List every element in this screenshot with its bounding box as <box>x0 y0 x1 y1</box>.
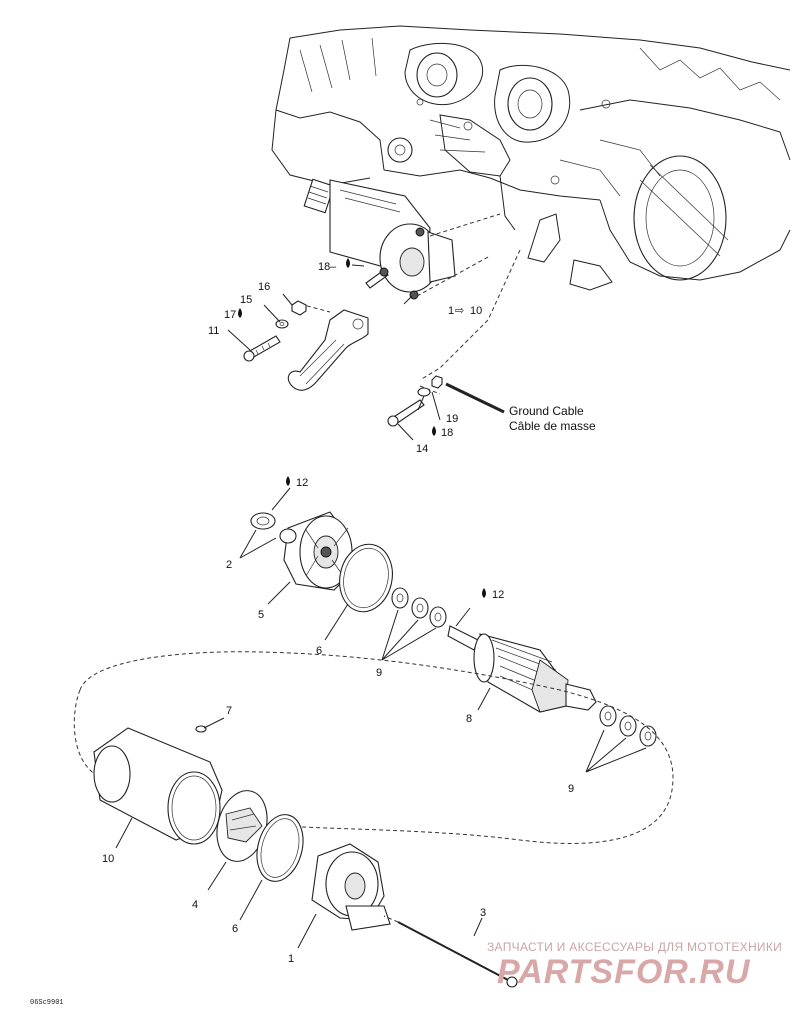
callout-2: 2 <box>226 559 232 571</box>
brush-plate-4 <box>216 790 268 862</box>
part-7 <box>195 725 207 733</box>
bolt-18-top <box>365 267 389 289</box>
callout-11: 11 <box>208 325 219 337</box>
o-ring-6-lower <box>256 814 304 882</box>
yoke-10 <box>93 727 223 845</box>
callout-5: 5 <box>258 609 264 621</box>
callout-10: 10 <box>102 853 114 865</box>
engine-block-outline <box>271 25 791 291</box>
drop-icons <box>238 258 486 598</box>
callout-9-lower: 9 <box>568 783 574 795</box>
drop-icon <box>432 426 436 436</box>
leader-lines <box>115 264 647 949</box>
bracket <box>287 303 369 391</box>
drop-icon <box>238 308 242 318</box>
shims-9-upper <box>391 587 447 628</box>
callout-6-upper: 6 <box>316 645 322 657</box>
callout-14: 14 <box>416 443 428 455</box>
callout-1-top: 1 <box>448 305 454 317</box>
callout-ref-10: 10 <box>470 305 482 317</box>
callout-6-lower: 6 <box>232 923 238 935</box>
callout-1: 1 <box>288 953 294 965</box>
callout-12-upper: 12 <box>296 477 308 489</box>
callout-19: 19 <box>446 413 458 425</box>
end-cover-1 <box>311 843 391 931</box>
drop-icon <box>286 476 290 486</box>
callout-8: 8 <box>466 713 472 725</box>
callout-16: 16 <box>258 281 270 293</box>
drop-icon <box>346 258 350 268</box>
ground-cable-label: Ground Cable <box>509 404 584 418</box>
callout-17: 17 <box>224 309 236 321</box>
o-ring-6-upper <box>339 543 393 613</box>
drop-icon <box>482 588 486 598</box>
callout-15: 15 <box>240 294 252 306</box>
fastener-stack <box>243 300 307 362</box>
watermark-logo: PARTSFOR.RU <box>497 953 751 991</box>
armature-8 <box>447 625 597 713</box>
callout-dash: – <box>330 261 337 273</box>
callout-3: 3 <box>480 907 486 919</box>
drive-housing-5 <box>279 511 353 591</box>
ground-cable-assembly <box>387 249 521 427</box>
bushing-2 <box>250 512 276 530</box>
starter-installed <box>303 178 501 300</box>
ground-cable-label-fr: Câble de masse <box>509 419 596 433</box>
through-bolt-3 <box>383 915 518 988</box>
callout-18-top: 18 <box>318 261 330 273</box>
callout-7: 7 <box>226 705 232 717</box>
callout-4: 4 <box>192 899 198 911</box>
watermark-tagline: ЗАПЧАСТИ И АКСЕССУАРЫ ДЛЯ МОТОТЕХНИКИ <box>487 940 783 954</box>
callout-12-lower: 12 <box>492 589 504 601</box>
drawing-code: 06Sc9901 <box>30 999 64 1007</box>
arrow-ref-icon: ⇨ <box>455 305 464 317</box>
callout-18-bottom: 18 <box>441 427 453 439</box>
shims-9-lower <box>599 705 657 747</box>
callout-9-upper: 9 <box>376 667 382 679</box>
